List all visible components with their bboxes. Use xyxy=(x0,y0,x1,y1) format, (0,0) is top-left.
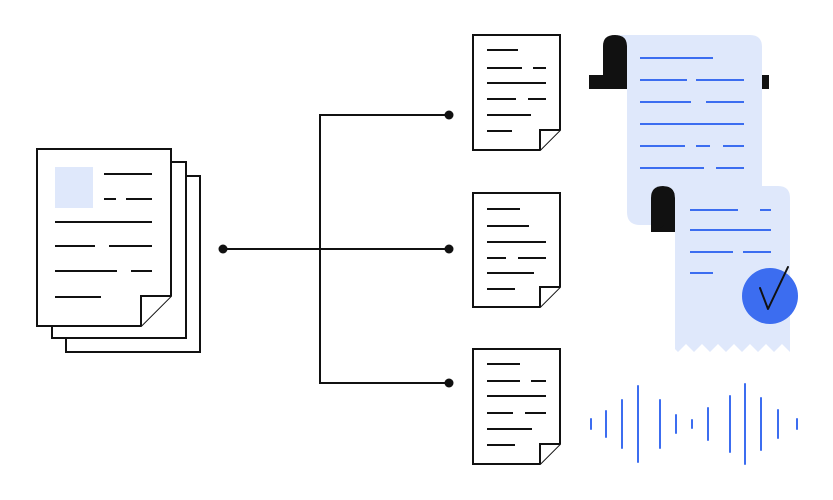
audio-waveform-icon xyxy=(590,383,798,465)
scroll-document-icon xyxy=(589,35,769,225)
checkmark-badge xyxy=(742,268,798,324)
scroll-paper xyxy=(615,35,762,225)
verified-receipt-icon xyxy=(651,186,798,352)
checkmark-icon xyxy=(759,266,789,310)
output-document-middle-icon xyxy=(472,192,561,308)
output-document-bottom-icon xyxy=(472,348,561,465)
connector-dot-bottom xyxy=(444,378,454,388)
stack-thumbnail-image xyxy=(55,167,93,208)
scroll-roll-top xyxy=(603,35,627,80)
receipt-roll-top xyxy=(651,186,675,232)
connector-dot-middle xyxy=(444,244,454,254)
output-document-top-icon xyxy=(472,34,561,151)
receipt-curl xyxy=(651,214,675,232)
receipt-text-lines xyxy=(690,209,771,274)
split-connector xyxy=(218,110,454,388)
source-document-stack-icon xyxy=(36,148,201,353)
stack-text-lines xyxy=(55,173,152,298)
scroll-text-lines xyxy=(640,57,744,169)
connector-dot-source xyxy=(218,244,228,254)
connector-dot-top xyxy=(444,110,454,120)
stack-front-fold xyxy=(140,295,171,326)
